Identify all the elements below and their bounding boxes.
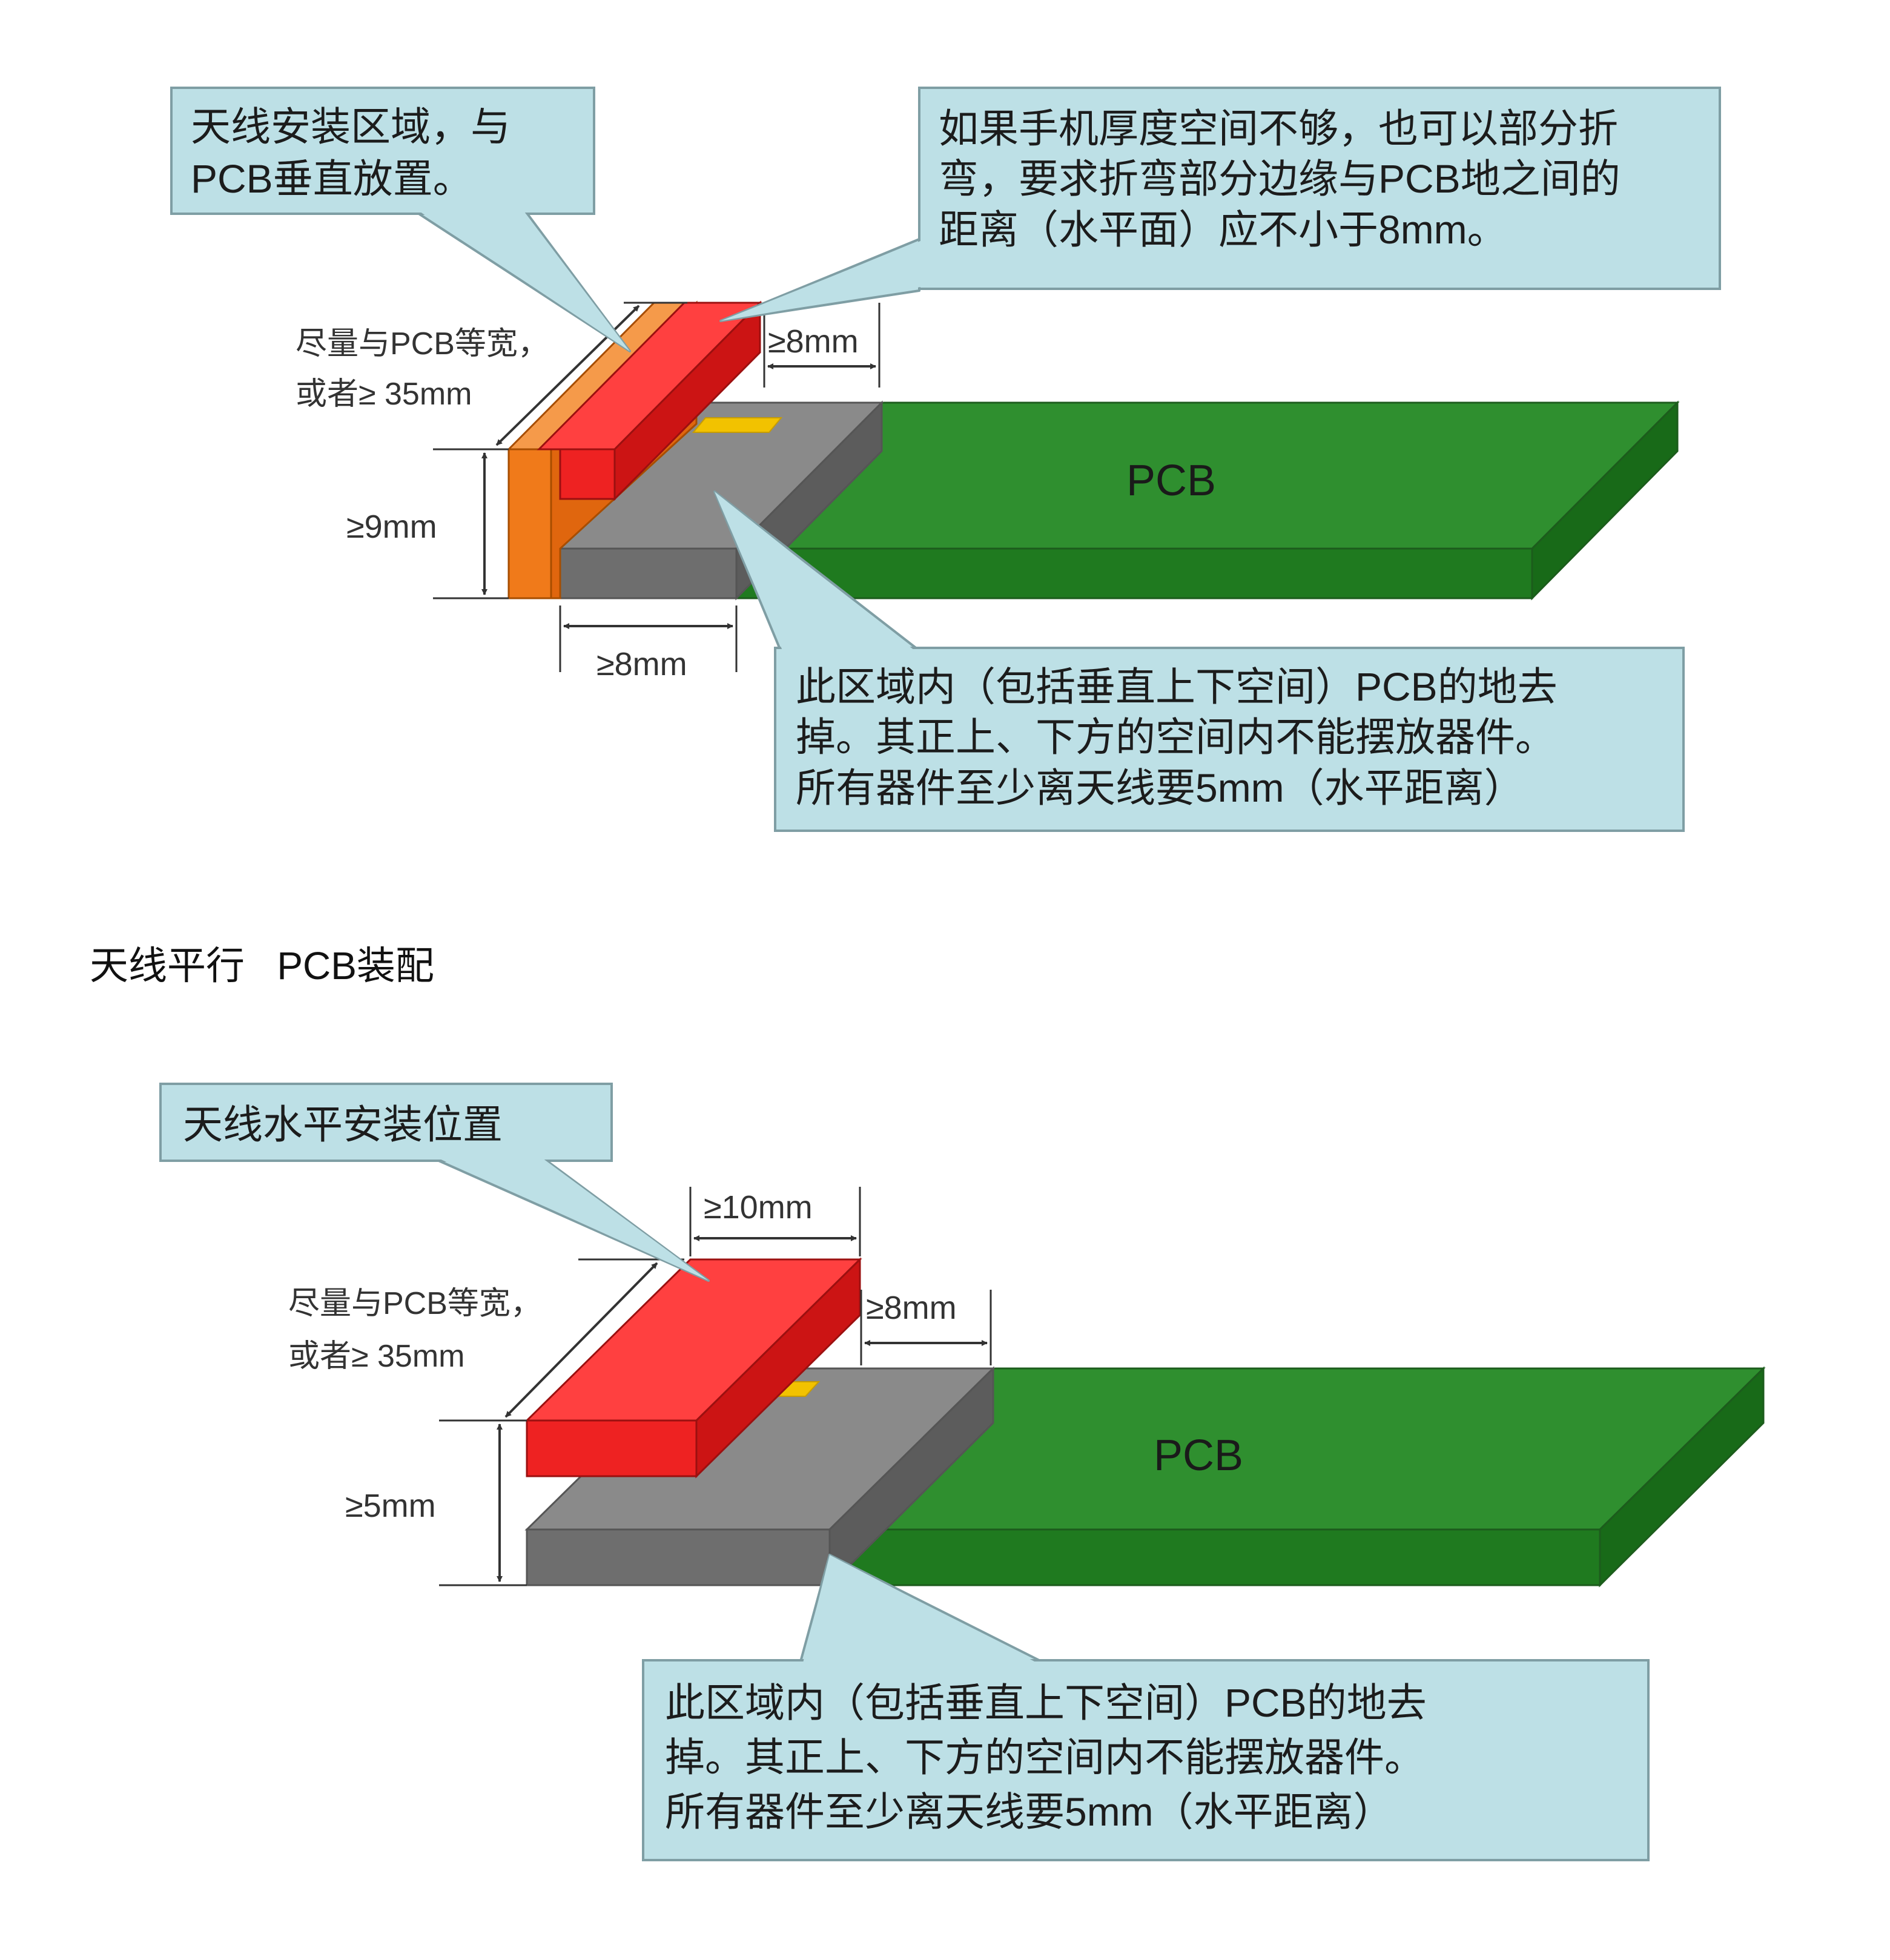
- callout-bend-line2: 弯，要求折弯部分边缘与PCB地之间的: [939, 156, 1621, 201]
- width-note2-line1: 尽量与PCB等宽，: [288, 1286, 542, 1321]
- antenna-bend-side: [613, 300, 761, 501]
- antenna-depth-label: ≥10mm: [704, 1189, 813, 1226]
- callout-ground-removed-2-line1: 此区域内（包括垂直上下空间）PCB的地去: [665, 1680, 1427, 1725]
- dimension-height: ≥9mm: [346, 448, 509, 599]
- callout-ground-removed-2: 此区域内（包括垂直上下空间）PCB的地去 掉。其正上、下方的空间内不能摆放器件。…: [642, 1554, 1650, 1861]
- height2-label: ≥5mm: [345, 1488, 436, 1524]
- dimension-height-2: ≥5mm: [345, 1419, 527, 1586]
- pcb-label: PCB: [1126, 457, 1216, 505]
- pcb-front-face: [735, 547, 1533, 599]
- callout-horizontal-mount-text: 天线水平安装位置: [183, 1102, 503, 1147]
- clearance-bottom-label: ≥8mm: [596, 646, 687, 682]
- callout-ground-removed-1-line2: 掉。其正上、下方的空间内不能摆放器件。: [796, 714, 1555, 759]
- width-note-line1: 尽量与PCB等宽，: [296, 326, 549, 361]
- callout-bend-line3: 距离（水平面）应不小于8mm。: [939, 207, 1507, 252]
- width-note-line2: 或者≥ 35mm: [296, 377, 472, 412]
- callout-ground-removed-2-line3: 所有器件至少离天线要5mm（水平距离）: [665, 1789, 1393, 1834]
- callout-ground-removed-2-line2: 掉。其正上、下方的空间内不能摆放器件。: [665, 1735, 1424, 1780]
- callout-horizontal-mount: 天线水平安装位置: [159, 1083, 710, 1282]
- callout-ground-removed-1: 此区域内（包括垂直上下空间）PCB的地去 掉。其正上、下方的空间内不能摆放器件。…: [713, 490, 1685, 832]
- pcb2-side-face: [1599, 1366, 1765, 1588]
- width-note2-line2: 或者≥ 35mm: [288, 1339, 464, 1374]
- figure-vertical-mount: 尽量与PCB等宽， 或者≥ 35mm ≥9mm ≥8mm ≥8mm PCB: [170, 87, 1721, 832]
- callout-vertical-mount: 天线安装区域，与 PCB垂直放置。: [170, 87, 631, 352]
- figure-horizontal-mount: ≥10mm 尽量与PCB等宽， 或者≥ 35mm ≥8mm ≥5mm PCB: [159, 1083, 1766, 1861]
- antenna-bend-front: [559, 448, 616, 500]
- antenna-orange-front: [507, 448, 552, 599]
- antenna2-side: [695, 1257, 861, 1479]
- section-title: 天线平行 PCB装配: [90, 944, 434, 988]
- antenna2-front: [526, 1419, 698, 1477]
- dimension-antenna-depth: ≥10mm: [689, 1187, 861, 1256]
- callout-ground-removed-1-line1: 此区域内（包括垂直上下空间）PCB的地去: [796, 664, 1558, 709]
- pcb2-front-face: [828, 1528, 1601, 1586]
- dimension-gap-right-2: ≥8mm: [860, 1290, 992, 1365]
- pcb-board-2: [827, 1366, 1766, 1588]
- dimension-gap-right: ≥8mm: [763, 303, 881, 388]
- height-label: ≥9mm: [346, 509, 437, 545]
- clearance2-front-face: [526, 1528, 831, 1586]
- callout-vertical-mount-line2: PCB垂直放置。: [191, 156, 473, 201]
- gap-right2-label: ≥8mm: [866, 1290, 957, 1326]
- feed-pad: [692, 417, 783, 433]
- dimension-width: 尽量与PCB等宽， 或者≥ 35mm: [296, 302, 687, 446]
- gap-right-label: ≥8mm: [768, 323, 859, 360]
- callout-bend-line1: 如果手机厚度空间不够，也可以部分折: [939, 106, 1618, 151]
- clearance-front-face: [559, 547, 738, 599]
- callout-bend: 如果手机厚度空间不够，也可以部分折 弯，要求折弯部分边缘与PCB地之间的 距离（…: [719, 87, 1721, 322]
- pcb-side-face: [1531, 400, 1679, 601]
- callout-ground-removed-1-line3: 所有器件至少离天线要5mm（水平距离）: [796, 765, 1524, 810]
- dimension-clearance-bottom: ≥8mm: [559, 605, 738, 682]
- pcb2-label: PCB: [1154, 1431, 1243, 1480]
- clearance-area-2: [524, 1366, 996, 1588]
- callout-vertical-mount-line1: 天线安装区域，与: [191, 104, 510, 149]
- dimension-width-2: 尽量与PCB等宽， 或者≥ 35mm: [288, 1258, 684, 1418]
